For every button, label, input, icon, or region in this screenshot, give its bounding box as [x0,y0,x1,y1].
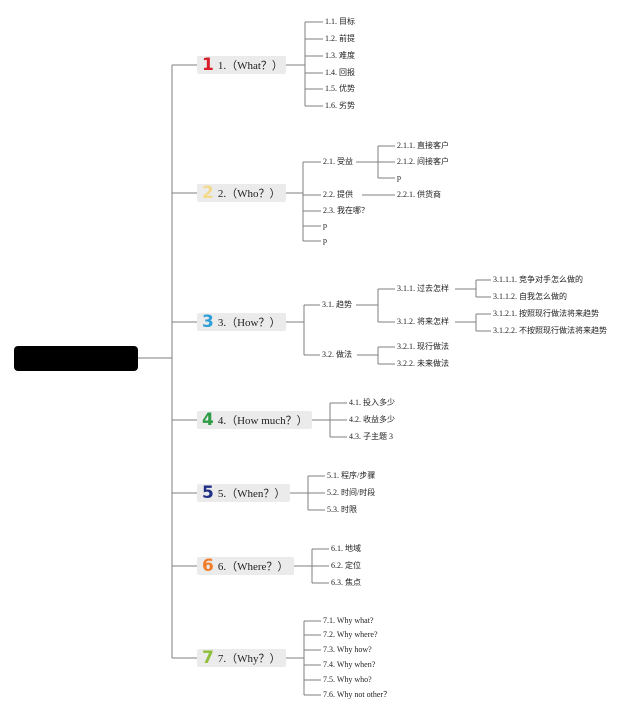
branch-what[interactable]: 1 1.（What？） [197,56,286,74]
branch-why[interactable]: 7 7.（Why？） [197,649,286,667]
node-2-1-2[interactable]: 2.1.2. 间接客户 [397,157,449,166]
node-3-1-2-1[interactable]: 3.1.2.1. 按照现行做法将来趋势 [493,309,599,318]
node-1-3[interactable]: 1.3. 难度 [325,51,355,60]
node-6-1[interactable]: 6.1. 地域 [331,544,361,553]
node-4-3[interactable]: 4.3. 子主题 3 [349,432,393,441]
node-7-2[interactable]: 7.2. Why where? [323,630,378,639]
node-3-1[interactable]: 3.1. 趋势 [322,300,352,309]
node-2-2[interactable]: 2.2. 提供 [323,190,353,199]
node-3-2-1[interactable]: 3.2.1. 现行做法 [397,342,449,351]
branch-how-much-label: 4.（How much？） [217,415,308,427]
branch-who-label: 2.（Who？） [217,188,281,200]
node-2-1-p[interactable]: p [397,173,401,182]
node-3-1-1[interactable]: 3.1.1. 过去怎样 [397,284,449,293]
node-2-p1[interactable]: p [323,221,327,230]
node-5-1[interactable]: 5.1. 程序/步骤 [327,471,376,480]
branch-how-much[interactable]: 4 4.（How much？） [197,411,312,429]
node-2-3[interactable]: 2.3. 我在哪？ [323,206,369,215]
node-3-2[interactable]: 3.2. 做法 [322,350,352,359]
branch-what-label: 1.（What？） [217,60,283,72]
node-3-1-1-1[interactable]: 3.1.1.1. 竞争对手怎么做的 [493,275,583,284]
branch-why-label: 7.（Why？） [217,653,281,665]
node-3-2-2[interactable]: 3.2.2. 未来做法 [397,359,449,368]
branch-who[interactable]: 2 2.（Who？） [197,184,286,202]
node-3-1-2-2[interactable]: 3.1.2.2. 不按照现行做法将来趋势 [493,326,607,335]
node-7-1[interactable]: 7.1. Why what? [323,616,374,625]
node-3-1-1-2[interactable]: 3.1.1.2. 自我怎么做的 [493,292,567,301]
node-1-1[interactable]: 1.1. 目标 [325,17,355,26]
node-4-1[interactable]: 4.1. 投入多少 [349,398,395,407]
number-2-icon: 2 [202,183,214,203]
node-7-3[interactable]: 7.3. Why how? [323,645,372,654]
number-3-icon: 3 [202,312,214,332]
branch-how[interactable]: 3 3.（How？） [197,313,286,331]
node-3-1-2[interactable]: 3.1.2. 将来怎样 [397,317,449,326]
node-2-1[interactable]: 2.1. 受益 [323,157,353,166]
node-4-2[interactable]: 4.2. 收益多少 [349,415,395,424]
node-2-p2[interactable]: p [323,236,327,245]
branch-when-label: 5.（When？） [217,488,286,500]
node-1-4[interactable]: 1.4. 回报 [325,68,355,77]
node-6-3[interactable]: 6.3. 焦点 [331,578,361,587]
number-6-icon: 6 [202,556,214,576]
node-2-1-1[interactable]: 2.1.1. 直接客户 [397,141,449,150]
node-1-5[interactable]: 1.5. 优势 [325,84,355,93]
branch-when[interactable]: 5 5.（When？） [197,484,290,502]
node-7-5[interactable]: 7.5. Why who? [323,675,372,684]
node-1-2[interactable]: 1.2. 前提 [325,34,355,43]
number-5-icon: 5 [202,483,214,503]
branch-where[interactable]: 6 6.（Where？） [197,557,294,575]
number-7-icon: 7 [202,648,214,668]
node-1-6[interactable]: 1.6. 劣势 [325,101,355,110]
root-topic[interactable] [14,346,138,371]
node-7-6[interactable]: 7.6. Why not other？ [323,690,392,699]
number-1-icon: 1 [202,55,214,75]
branch-how-label: 3.（How？） [217,317,281,329]
number-4-icon: 4 [202,410,214,430]
node-2-2-1[interactable]: 2.2.1. 供货商 [397,190,441,199]
branch-where-label: 6.（Where？） [217,561,289,573]
node-7-4[interactable]: 7.4. Why when? [323,660,376,669]
node-5-3[interactable]: 5.3. 时限 [327,505,357,514]
node-6-2[interactable]: 6.2. 定位 [331,561,361,570]
node-5-2[interactable]: 5.2. 时间/时段 [327,488,376,497]
